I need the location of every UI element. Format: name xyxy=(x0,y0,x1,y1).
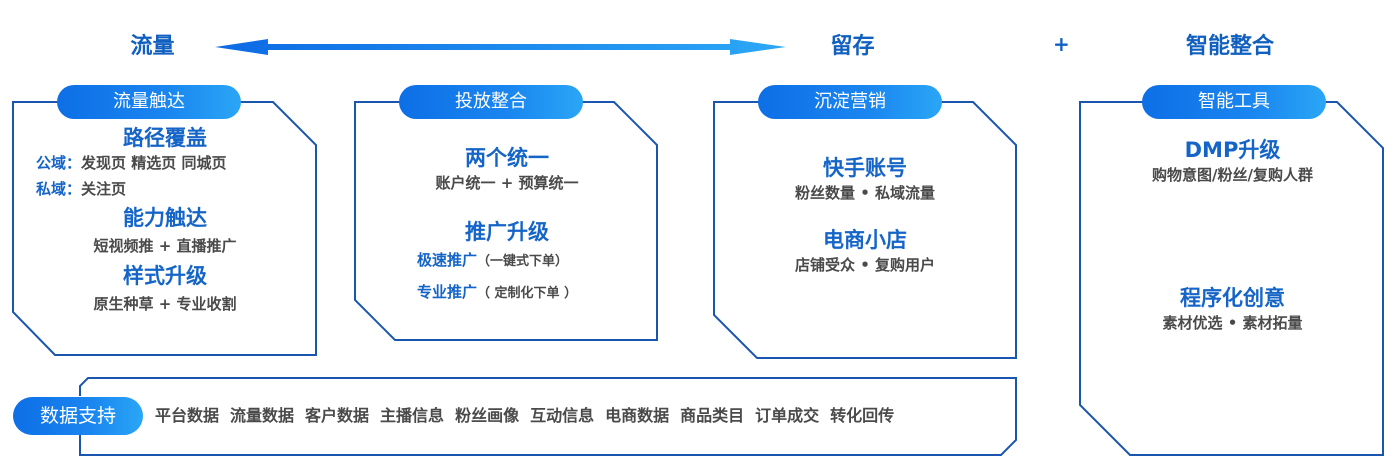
data-item: 平台数据 xyxy=(155,406,220,425)
dmp-upgrade-detail: 购物意图/粉丝/复购人群 xyxy=(1152,166,1313,184)
panel-title-traffic-reach: 流量触达 xyxy=(57,85,241,119)
label-smart-integration: 智能整合 xyxy=(1185,34,1274,59)
private-domain-pages: 关注页 xyxy=(81,180,127,198)
pro-promotion-desc: （ 定制化下单 ） xyxy=(477,286,578,301)
style-upgrade-detail: 原生种草 + 专业收割 xyxy=(93,295,237,313)
private-domain-line: 私域：关注页 xyxy=(20,178,310,200)
double-arrow-icon xyxy=(215,39,786,55)
label-retention: 留存 xyxy=(830,34,875,59)
heading-path-coverage: 路径覆盖 xyxy=(123,126,207,150)
data-item: 客户数据 xyxy=(305,406,370,425)
data-item: 电商数据 xyxy=(605,406,670,425)
data-item: 粉丝画像 xyxy=(455,406,520,425)
pro-promotion-line: 专业推广（ 定制化下单 ） xyxy=(362,281,652,305)
heading-kuaishou-account: 快手账号 xyxy=(823,156,907,180)
heading-ecommerce-shop: 电商小店 xyxy=(823,228,907,252)
fast-promotion-desc: （一键式下单） xyxy=(477,254,569,269)
panel-title-smart-tools: 智能工具 xyxy=(1142,85,1326,119)
panel-title-retention-marketing: 沉淀营销 xyxy=(758,85,942,119)
plus-icon: + xyxy=(1053,32,1070,56)
data-item: 转化回传 xyxy=(830,406,895,425)
data-item: 订单成交 xyxy=(755,406,820,425)
data-item: 互动信息 xyxy=(530,406,595,425)
panel-title-ad-integration: 投放整合 xyxy=(399,85,583,119)
capability-reach-detail: 短视频推 + 直播推广 xyxy=(93,237,237,255)
data-support-items: 平台数据 流量数据 客户数据 主播信息 粉丝画像 互动信息 电商数据 商品类目 … xyxy=(155,403,894,429)
private-domain-label: 私域： xyxy=(36,180,82,198)
pro-promotion-label: 专业推广 xyxy=(417,283,478,301)
data-support-title: 数据支持 xyxy=(13,397,143,435)
heading-promotion-upgrade: 推广升级 xyxy=(465,220,549,244)
public-domain-line: 公域：发现页 精选页 同城页 xyxy=(20,152,310,174)
programmatic-creative-detail: 素材优选 • 素材拓量 xyxy=(1162,314,1303,332)
heading-two-unifications: 两个统一 xyxy=(465,146,549,170)
heading-dmp-upgrade: DMP升级 xyxy=(1184,138,1281,162)
public-domain-label: 公域： xyxy=(36,154,82,172)
kuaishou-account-detail: 粉丝数量 • 私域流量 xyxy=(794,184,936,202)
panel-retention-marketing: 快手账号 粉丝数量 • 私域流量 电商小店 店铺受众 • 复购用户 xyxy=(720,154,1010,276)
data-item: 商品类目 xyxy=(680,406,745,425)
heading-style-upgrade: 样式升级 xyxy=(123,264,207,288)
panel-smart-tools-creative: 程序化创意 素材优选 • 素材拓量 xyxy=(1090,284,1375,334)
ecommerce-shop-detail: 店铺受众 • 复购用户 xyxy=(794,256,936,274)
public-domain-pages: 发现页 精选页 同城页 xyxy=(81,154,227,172)
data-item: 主播信息 xyxy=(380,406,445,425)
heading-programmatic-creative: 程序化创意 xyxy=(1180,286,1285,310)
fast-promotion-line: 极速推广（一键式下单） xyxy=(362,249,652,273)
label-traffic: 流量 xyxy=(130,34,175,59)
fast-promotion-label: 极速推广 xyxy=(417,251,478,269)
panel-smart-tools: DMP升级 购物意图/粉丝/复购人群 xyxy=(1090,136,1375,186)
two-unifications-detail: 账户统一 + 预算统一 xyxy=(435,174,579,192)
panel-traffic-reach: 路径覆盖 公域：发现页 精选页 同城页 私域：关注页 能力触达 短视频推 + 直… xyxy=(20,124,310,315)
panel-ad-integration: 两个统一 账户统一 + 预算统一 推广升级 极速推广（一键式下单） 专业推广（ … xyxy=(362,144,652,305)
heading-capability-reach: 能力触达 xyxy=(123,206,207,230)
data-item: 流量数据 xyxy=(230,406,295,425)
